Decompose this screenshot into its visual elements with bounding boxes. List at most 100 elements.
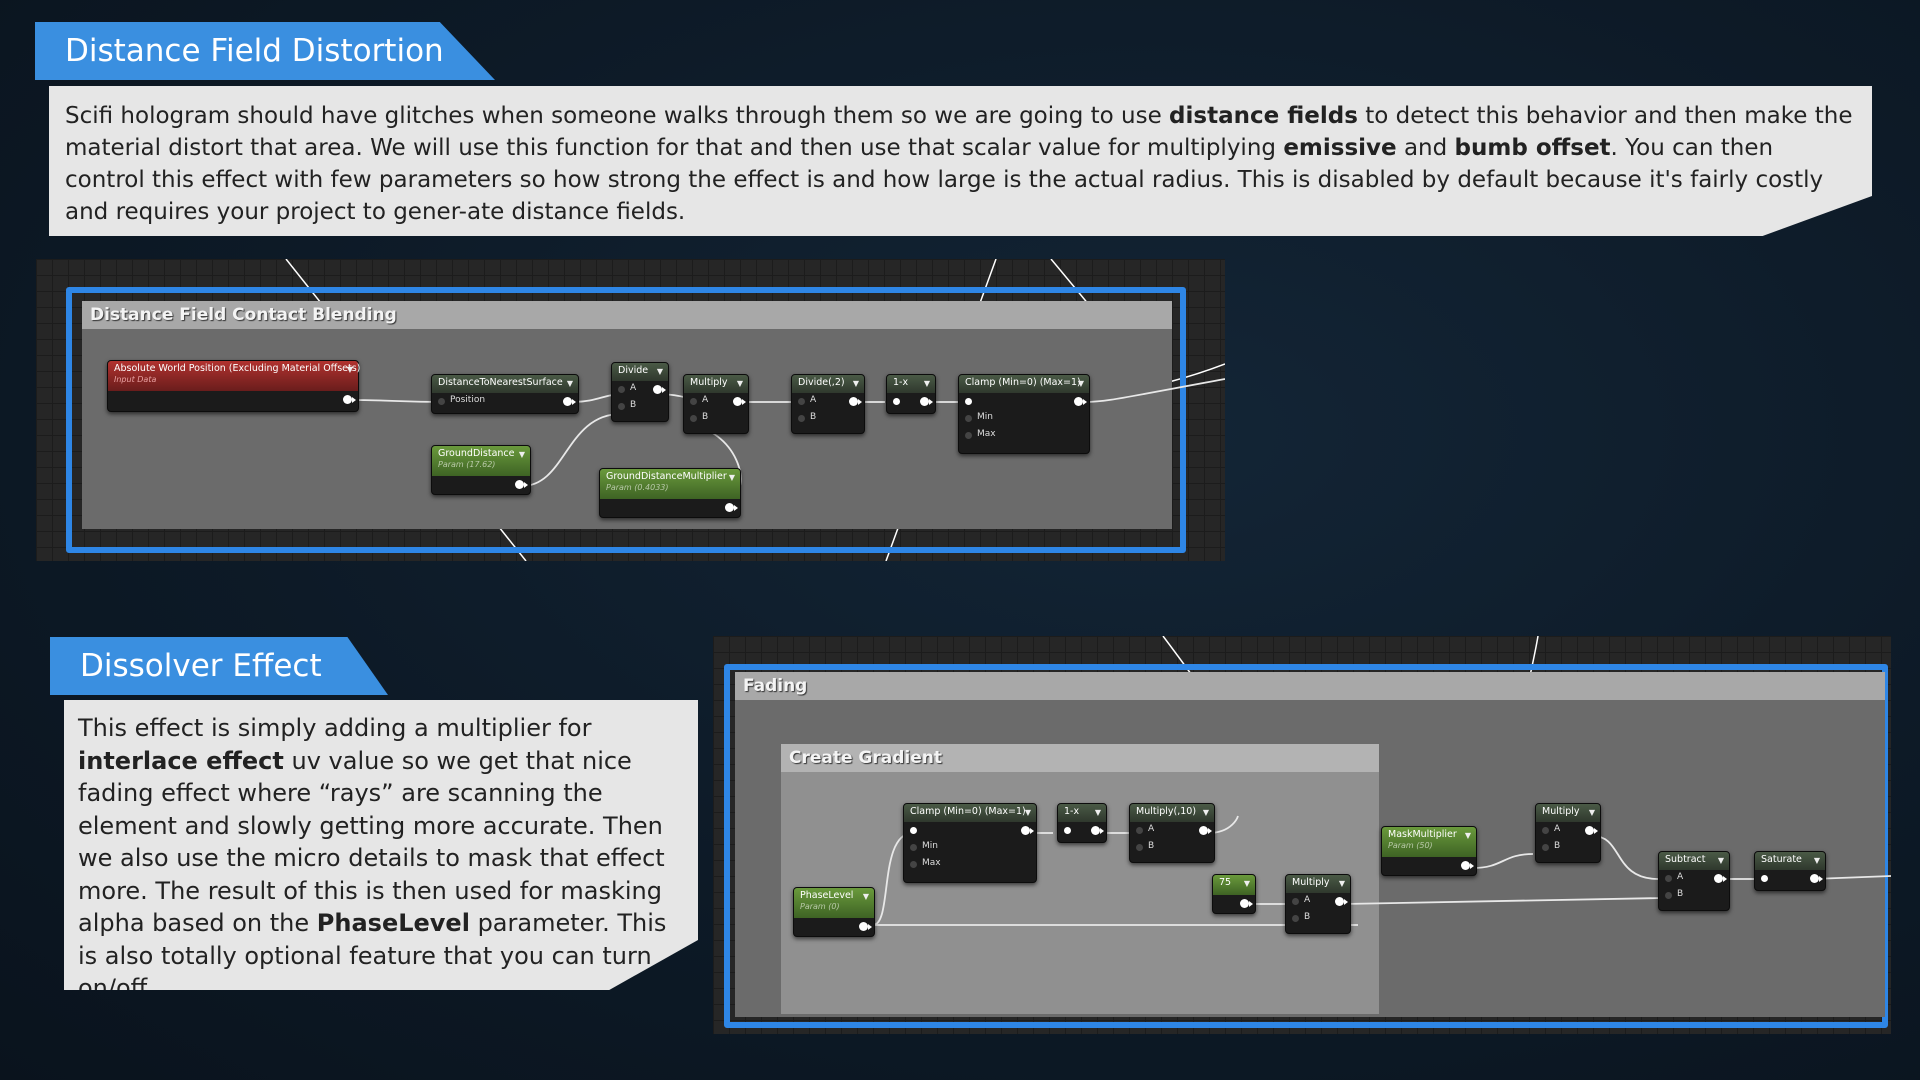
- pin-label: Min: [922, 841, 938, 851]
- collapse-arrow-icon[interactable]: ▼: [1202, 808, 1209, 817]
- node-multiply-a[interactable]: Multiply▼ A B: [1285, 874, 1351, 934]
- input-pin-icon[interactable]: [1761, 875, 1768, 882]
- output-pin-icon[interactable]: [1585, 826, 1598, 835]
- node-title: Multiply(,10): [1136, 806, 1197, 817]
- output-pin-icon[interactable]: [1240, 899, 1253, 908]
- input-pin-icon[interactable]: [1136, 827, 1143, 834]
- output-pin-icon[interactable]: [733, 397, 746, 406]
- node-title: Subtract: [1665, 854, 1706, 865]
- output-pin-icon[interactable]: [515, 480, 528, 489]
- output-pin-icon[interactable]: [1461, 861, 1474, 870]
- collapse-arrow-icon[interactable]: ▼: [1338, 879, 1345, 888]
- bold-text: PhaseLevel: [316, 909, 470, 937]
- text-run: and: [1396, 135, 1455, 161]
- node-multiply-b[interactable]: Multiply▼ A B: [1535, 803, 1601, 863]
- input-pin-icon[interactable]: [690, 415, 697, 422]
- node-multiply-10[interactable]: Multiply(,10)▼ A B: [1129, 803, 1215, 863]
- pin-label: A: [702, 395, 709, 405]
- output-pin-icon[interactable]: [653, 385, 666, 394]
- output-pin-icon[interactable]: [725, 503, 738, 512]
- section-title-text: Dissolver Effect: [80, 648, 322, 684]
- collapse-arrow-icon[interactable]: ▼: [566, 379, 573, 388]
- collapse-arrow-icon[interactable]: ▼: [1243, 879, 1250, 888]
- input-pin-icon[interactable]: [1665, 875, 1672, 882]
- output-pin-icon[interactable]: [849, 397, 862, 406]
- output-pin-icon[interactable]: [1714, 874, 1727, 883]
- input-pin-icon[interactable]: [910, 861, 917, 868]
- node-saturate[interactable]: Saturate ▼: [1754, 851, 1826, 891]
- input-pin-icon[interactable]: [893, 398, 900, 405]
- input-pin-icon[interactable]: [965, 415, 972, 422]
- input-pin-icon[interactable]: [1542, 827, 1549, 834]
- node-graph-fading[interactable]: Fading Create Gradient Clamp (Min=0) (Ma…: [713, 636, 1891, 1034]
- input-pin-icon[interactable]: [798, 415, 805, 422]
- pin-label: B: [1554, 841, 1561, 851]
- collapse-arrow-icon[interactable]: ▼: [1717, 856, 1724, 865]
- input-pin-icon[interactable]: [618, 386, 625, 393]
- collapse-arrow-icon[interactable]: ▼: [852, 379, 859, 388]
- collapse-arrow-icon[interactable]: ▼: [923, 379, 930, 388]
- section-title-distance-field-distortion: Distance Field Distortion: [35, 22, 495, 80]
- pin-label: A: [630, 383, 637, 393]
- input-pin-icon[interactable]: [965, 398, 972, 405]
- inner-comment-title[interactable]: Create Gradient: [781, 744, 1379, 772]
- collapse-arrow-icon[interactable]: ▼: [1094, 808, 1101, 817]
- collapse-arrow-icon[interactable]: ▼: [1813, 856, 1820, 865]
- collapse-arrow-icon[interactable]: ▼: [518, 450, 525, 459]
- output-pin-icon[interactable]: [1335, 897, 1348, 906]
- output-pin-icon[interactable]: [1810, 874, 1823, 883]
- collapse-arrow-icon[interactable]: ▼: [862, 892, 869, 901]
- input-pin-icon[interactable]: [1292, 915, 1299, 922]
- input-pin-icon[interactable]: [438, 398, 445, 405]
- output-pin-icon[interactable]: [920, 397, 933, 406]
- node-title: 1-x: [893, 377, 909, 388]
- output-pin-icon[interactable]: [1021, 826, 1034, 835]
- collapse-arrow-icon[interactable]: ▼: [1588, 808, 1595, 817]
- node-title: Saturate: [1761, 854, 1802, 865]
- comment-title[interactable]: Fading: [735, 672, 1885, 700]
- input-pin-icon[interactable]: [798, 398, 805, 405]
- node-clamp[interactable]: Clamp (Min=0) (Max=1)▼ Min Max: [958, 374, 1090, 454]
- output-pin-icon[interactable]: [1091, 826, 1104, 835]
- node-one-minus[interactable]: 1-x ▼: [886, 374, 936, 414]
- input-pin-icon[interactable]: [1292, 898, 1299, 905]
- output-pin-icon[interactable]: [1074, 397, 1087, 406]
- node-clamp[interactable]: Clamp (Min=0) (Max=1)▼ Min Max: [903, 803, 1037, 883]
- collapse-arrow-icon[interactable]: ▼: [1077, 379, 1084, 388]
- input-pin-icon[interactable]: [1136, 844, 1143, 851]
- output-pin-icon[interactable]: [563, 397, 576, 406]
- collapse-arrow-icon[interactable]: ▼: [656, 367, 663, 376]
- comment-title[interactable]: Distance Field Contact Blending: [82, 301, 1172, 329]
- input-pin-icon[interactable]: [1542, 844, 1549, 851]
- input-pin-icon[interactable]: [618, 403, 625, 410]
- collapse-arrow-icon[interactable]: ▼: [1024, 808, 1031, 817]
- output-pin-icon[interactable]: [1199, 826, 1212, 835]
- input-pin-icon[interactable]: [1064, 827, 1071, 834]
- output-pin-icon[interactable]: [859, 922, 872, 931]
- node-multiply[interactable]: Multiply▼ A B: [683, 374, 749, 434]
- collapse-arrow-icon[interactable]: ▼: [1464, 831, 1471, 840]
- input-pin-icon[interactable]: [690, 398, 697, 405]
- collapse-arrow-icon[interactable]: ▼: [728, 473, 735, 482]
- node-subtract[interactable]: Subtract▼ A B: [1658, 851, 1730, 911]
- node-divide-2[interactable]: Divide(,2)▼ A B: [791, 374, 865, 434]
- input-pin-icon[interactable]: [910, 827, 917, 834]
- node-distance-to-nearest-surface[interactable]: DistanceToNearestSurface▼ Position: [431, 374, 579, 414]
- text-run: . You can then control this effect with …: [65, 135, 1824, 225]
- node-constant-75[interactable]: 75▼: [1212, 874, 1256, 914]
- input-pin-icon[interactable]: [965, 432, 972, 439]
- collapse-arrow-icon[interactable]: ▼: [346, 365, 353, 374]
- collapse-arrow-icon[interactable]: ▼: [736, 379, 743, 388]
- pin-label: A: [1148, 824, 1155, 834]
- output-pin-icon[interactable]: [343, 395, 356, 404]
- node-one-minus[interactable]: 1-x▼: [1057, 803, 1107, 843]
- input-pin-icon[interactable]: [1665, 892, 1672, 899]
- input-pin-icon[interactable]: [910, 844, 917, 851]
- node-absolute-world-position[interactable]: Absolute World Position (Excluding Mater…: [107, 360, 360, 412]
- node-divide[interactable]: Divide▼ A B: [611, 362, 669, 422]
- node-graph-distance-field[interactable]: Distance Field Contact Blending Absolute…: [36, 259, 1225, 561]
